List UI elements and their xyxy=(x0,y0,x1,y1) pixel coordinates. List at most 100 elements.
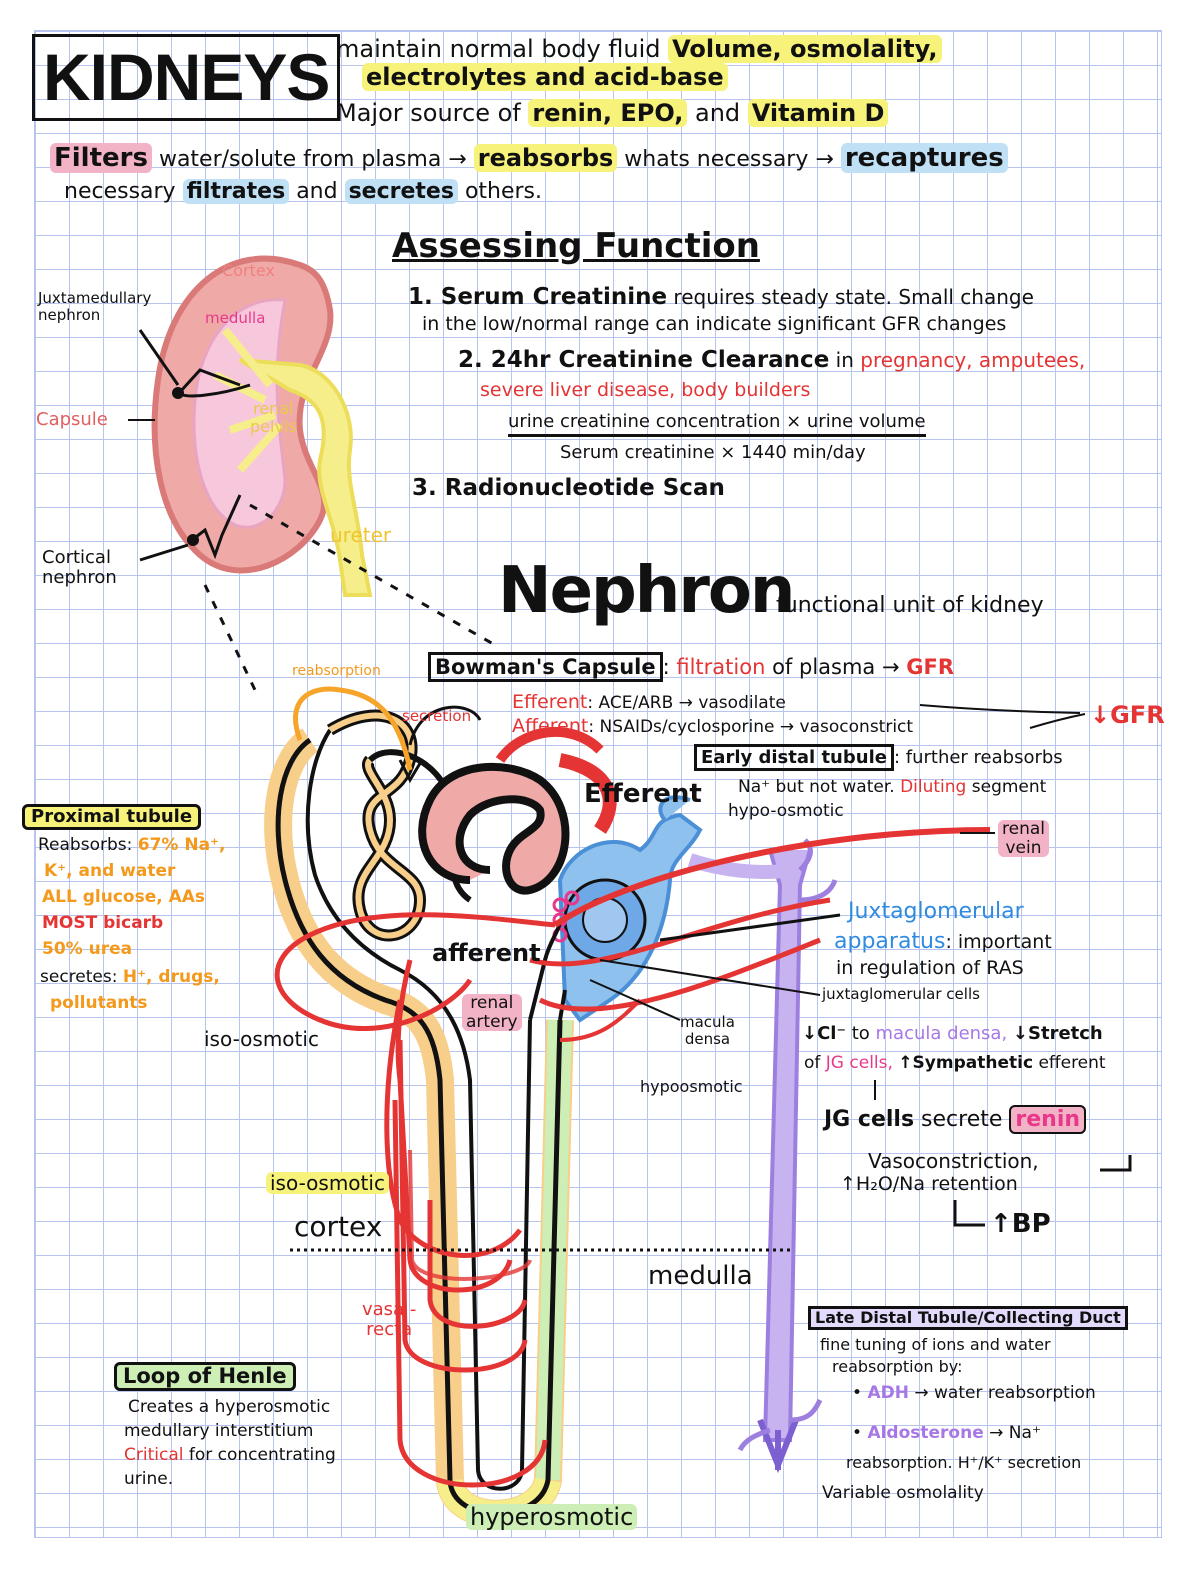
header-line-5: necessary filtrates and secretes others. xyxy=(64,179,543,204)
header-line-3: Major source of renin, EPO, and Vitamin … xyxy=(336,99,889,127)
bowmans-capsule-label: Bowman's Capsule xyxy=(428,652,663,682)
early-distal-line: Early distal tubule: further reabsorbs xyxy=(694,744,1063,771)
afferent-arteriole-label: afferent xyxy=(432,939,541,967)
critical-word: Critical xyxy=(124,1445,184,1465)
loop-text3-line: Critical for concentrating xyxy=(124,1446,336,1465)
of-word: of xyxy=(804,1053,821,1073)
proximal-reabsorbs-label: Reabsorbs: xyxy=(38,835,133,855)
clearance-formula-numerator: urine creatinine concentration × urine v… xyxy=(508,412,926,437)
diluting-word: Diluting xyxy=(900,777,967,797)
hyperosmotic-label: hyperosmotic xyxy=(466,1504,638,1530)
efferent-drug-line: Efferent: ACE/ARB → vasodilate xyxy=(512,692,786,713)
secretes-word: secretes xyxy=(344,179,458,204)
kidney-cortex-label: Cortex xyxy=(222,261,275,280)
renin-label: renin xyxy=(1009,1105,1087,1134)
proximal-r2: K⁺, and water xyxy=(44,861,176,881)
reabsorption-arrow-label: reabsorption xyxy=(292,663,381,679)
clearance-conditions-2: severe liver disease, body builders xyxy=(480,379,811,401)
jg-cells-label: JG cells xyxy=(824,1107,915,1132)
gfr-label: GFR xyxy=(906,655,955,679)
bowmans-text: of plasma → xyxy=(772,655,900,679)
cortex-zone-label: cortex xyxy=(294,1210,383,1243)
jg-trigger-line-1: ↓Cl⁻ to macula densa, ↓Stretch xyxy=(802,1024,1103,1044)
proximal-secretes-line: secretes: H⁺, drugs, xyxy=(40,968,220,987)
loop-of-henle-title: Loop of Henle xyxy=(114,1362,296,1392)
afferent-drug-label: Afferent xyxy=(512,715,589,737)
header-line1-highlight: Volume, osmolality, xyxy=(668,35,942,63)
filters-word: Filters xyxy=(50,143,152,173)
header-line5-a: necessary xyxy=(64,179,176,204)
juxtaglomerular-line-2: apparatus: important xyxy=(834,929,1052,954)
kidney-drawing xyxy=(128,255,496,691)
efferent-drug-label: Efferent xyxy=(512,691,588,713)
nephron-drawing xyxy=(264,686,1132,1528)
header-line-4: Filters water/solute from plasma → reabs… xyxy=(50,143,1008,173)
header-line1-text: maintain normal body fluid xyxy=(336,35,661,63)
adh-label: ADH xyxy=(867,1383,909,1403)
increased-bp-label: ↑BP xyxy=(990,1209,1051,1239)
serum-creatinine-text: requires steady state. Small change xyxy=(673,285,1034,309)
vasoconstriction-label: Vasoconstriction, xyxy=(868,1149,1039,1173)
header-line3-text: Major source of xyxy=(336,99,521,127)
sympathetic-label: ↑Sympathetic xyxy=(898,1053,1034,1073)
late-distal-text1: fine tuning of ions and water xyxy=(820,1335,1051,1354)
secretion-arrow-label: secretion xyxy=(402,707,472,725)
efferent-drug-text: : ACE/ARB → vasodilate xyxy=(587,693,786,713)
filtrates-word: filtrates xyxy=(182,179,290,204)
page-title: KIDNEYS xyxy=(32,34,341,121)
loop-text2: medullary interstitium xyxy=(124,1421,314,1441)
radionucleotide-scan: 3. Radionucleotide Scan xyxy=(412,475,725,501)
header-line5-b: others. xyxy=(464,179,543,204)
serum-creatinine-head: 1. Serum Creatinine xyxy=(408,284,668,310)
efferent-arteriole-label: Efferent xyxy=(584,779,702,809)
decreased-cl-label: ↓Cl⁻ xyxy=(802,1023,846,1044)
macula-densa-trigger: macula densa, xyxy=(875,1023,1008,1044)
renal-vein-label: renal vein xyxy=(998,820,1049,858)
proximal-r3: ALL glucose, AAs xyxy=(42,887,206,907)
assessing-item-2: 2. 24hr Creatinine Clearance in pregnanc… xyxy=(458,347,1086,373)
juxtaglomerular-cells-label: juxtaglomerular cells xyxy=(822,985,980,1003)
creatinine-clearance-head: 2. 24hr Creatinine Clearance xyxy=(458,347,830,373)
juxtaglomerular-title-1: Juxtaglomerular xyxy=(848,899,1024,924)
bowmans-colon: : xyxy=(662,655,670,679)
proximal-r5: 50% urea xyxy=(42,939,133,959)
header-line-1: maintain normal body fluid Volume, osmol… xyxy=(336,35,942,63)
header-line4-a: water/solute from plasma → xyxy=(158,147,467,172)
proximal-s1: H⁺, drugs, xyxy=(122,967,220,987)
assessing-item-1: 1. Serum Creatinine requires steady stat… xyxy=(408,284,1034,310)
loop-text4: urine. xyxy=(124,1469,174,1489)
header-line3-highlight1: renin, EPO, xyxy=(528,99,688,127)
proximal-s2: pollutants xyxy=(50,993,148,1013)
loop-text3: for concentrating xyxy=(188,1445,336,1465)
iso-osmotic-label-2: iso-osmotic xyxy=(266,1172,389,1194)
juxtamedullary-nephron-label: Juxtamedullary nephron xyxy=(38,289,152,324)
hypoosmotic-label: hypoosmotic xyxy=(640,1077,743,1096)
adh-text: → water reabsorption xyxy=(914,1383,1096,1403)
aldosterone-label: Aldosterone xyxy=(867,1423,984,1443)
aldosterone-text2: reabsorption. H⁺/K⁺ secretion xyxy=(846,1453,1082,1472)
medulla-zone-label: medulla xyxy=(648,1261,753,1291)
juxtaglomerular-text2: in regulation of RAS xyxy=(836,957,1024,979)
late-distal-text2: reabsorption by: xyxy=(832,1357,963,1376)
aldosterone-line: • Aldosterone → Na⁺ xyxy=(852,1423,1041,1443)
juxtaglomerular-title-2: apparatus xyxy=(834,929,946,954)
jg-trigger-line-2: of JG cells, ↑Sympathetic efferent xyxy=(804,1054,1106,1073)
afferent-drug-line: Afferent: NSAIDs/cyclosporine → vasocons… xyxy=(512,716,913,737)
nephron-title: Nephron xyxy=(498,554,795,628)
proximal-r4: MOST bicarb xyxy=(42,913,164,933)
header-line5-and: and xyxy=(296,179,338,204)
reabsorbs-word: reabsorbs xyxy=(473,144,618,172)
header-line3-highlight2: Vitamin D xyxy=(747,99,889,127)
late-distal-title: Late Distal Tubule/Collecting Duct xyxy=(808,1306,1128,1330)
early-distal-text1: : further reabsorbs xyxy=(893,747,1063,768)
early-distal-text2: Na⁺ but not water. xyxy=(738,777,895,797)
recaptures-word: recaptures xyxy=(840,143,1008,173)
jg-cells-secrete-line: JG cells secrete renin xyxy=(824,1105,1087,1134)
efferent-word: efferent xyxy=(1038,1053,1106,1073)
clearance-conditions-1: pregnancy, amputees, xyxy=(860,348,1086,372)
secrete-word: secrete xyxy=(921,1107,1003,1132)
ureter-label: ureter xyxy=(330,523,392,547)
proximal-r1: 67% Na⁺, xyxy=(137,835,226,855)
afferent-drug-text: : NSAIDs/cyclosporine → vasoconstrict xyxy=(588,717,914,737)
